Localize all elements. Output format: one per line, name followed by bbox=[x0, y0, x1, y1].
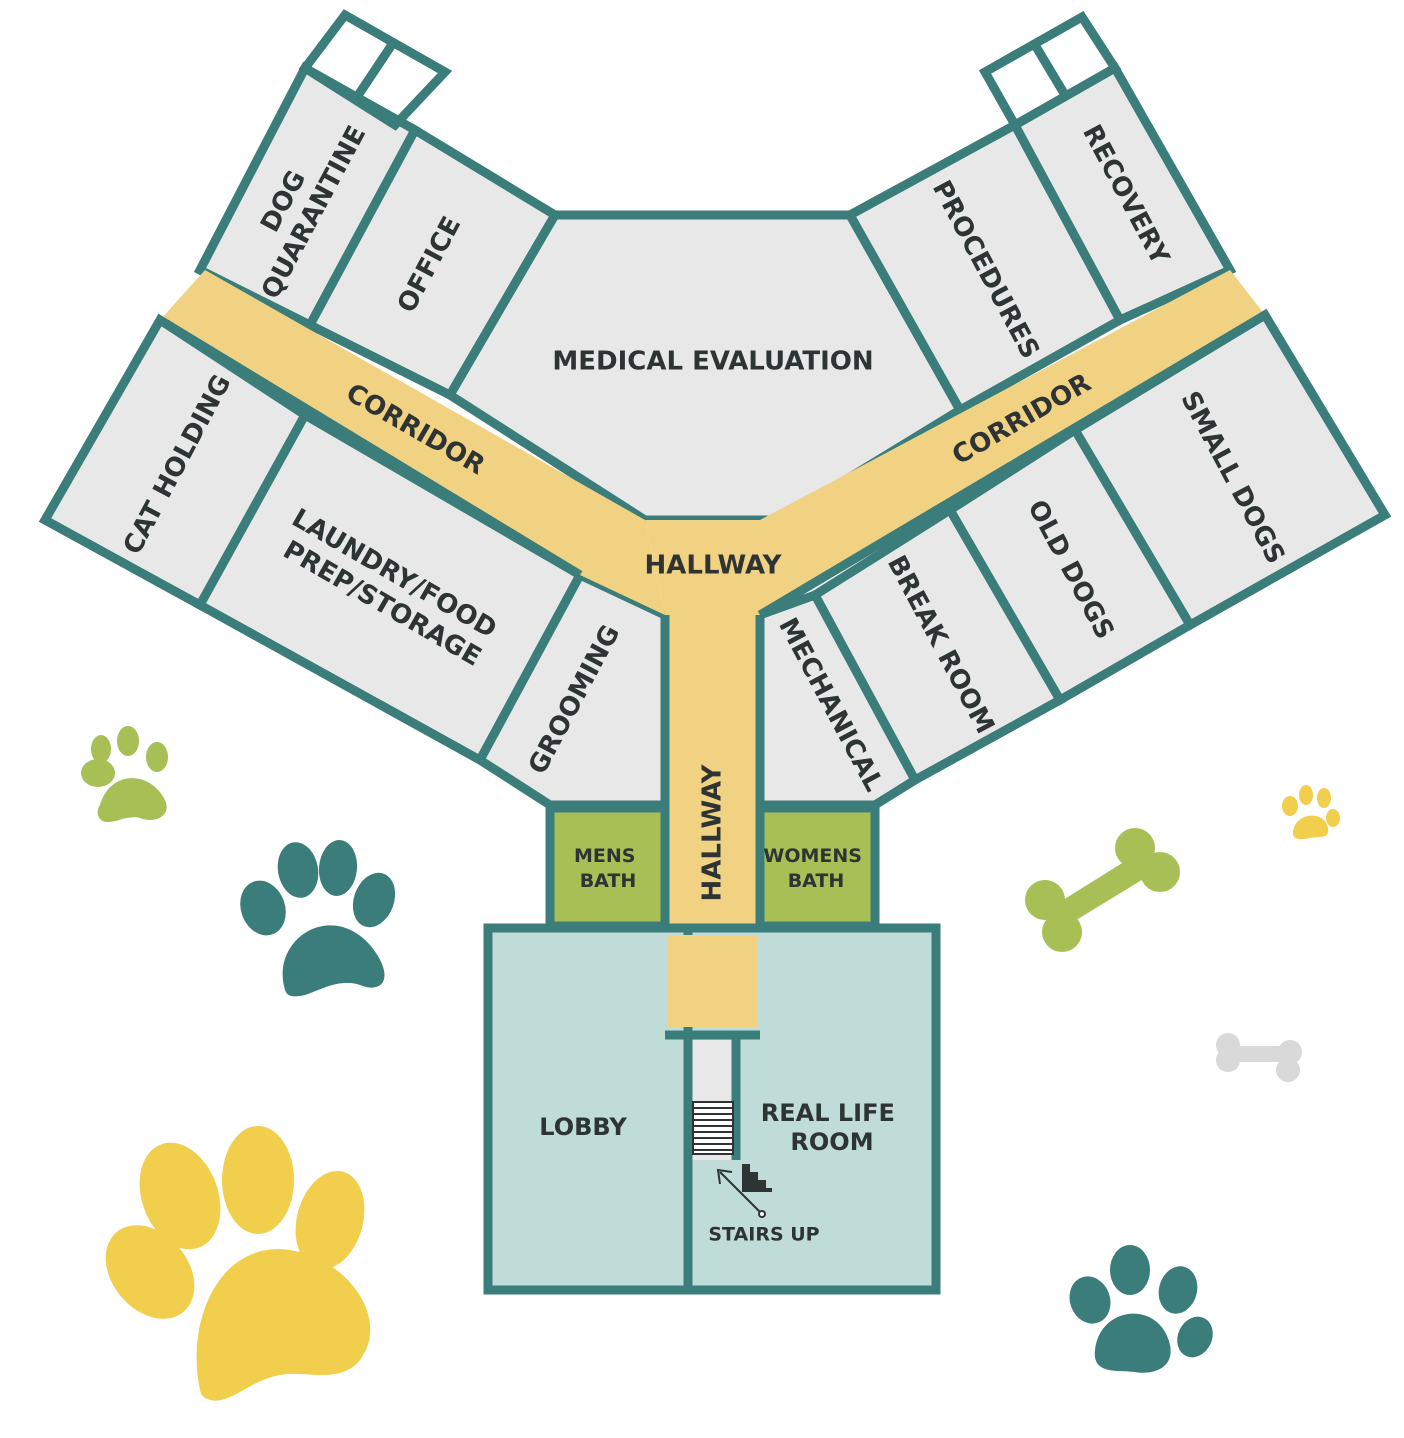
corridor-left bbox=[160, 270, 665, 615]
label-stairs-up: STAIRS UP bbox=[708, 1224, 819, 1246]
room-womens-bath bbox=[755, 803, 880, 931]
label-womens-bath: WOMENS BATH bbox=[763, 845, 868, 892]
paw-print-icon bbox=[240, 840, 396, 997]
stairs-icon bbox=[692, 1101, 734, 1155]
paw-print-icon bbox=[1069, 1245, 1213, 1373]
bone-icon bbox=[1216, 1033, 1302, 1082]
room-mens-bath bbox=[545, 803, 670, 931]
recovery-annex bbox=[978, 10, 1122, 132]
label-mens-bath: MENS BATH bbox=[574, 845, 642, 892]
label-hallway-vertical: HALLWAY bbox=[698, 763, 728, 901]
label-lobby: LOBBY bbox=[539, 1113, 627, 1141]
stairs-up-icon bbox=[742, 1164, 772, 1192]
paw-print-icon bbox=[1282, 785, 1340, 840]
room-lobby bbox=[483, 923, 693, 1295]
hallway-lower bbox=[668, 935, 758, 1027]
label-hallway-junction: HALLWAY bbox=[645, 551, 783, 581]
paw-print-icon bbox=[105, 1126, 371, 1401]
bone-icon bbox=[1025, 828, 1180, 952]
corridor-right bbox=[760, 270, 1265, 615]
arrow-icon bbox=[716, 1168, 766, 1218]
right-wing bbox=[755, 10, 1392, 810]
hallway-junction bbox=[645, 520, 780, 715]
label-real-life-room: REAL LIFE ROOM bbox=[761, 1099, 903, 1156]
quarantine-annex bbox=[298, 9, 453, 131]
label-medical-evaluation: MEDICAL EVALUATION bbox=[552, 347, 873, 377]
paw-print-icon bbox=[81, 726, 168, 822]
